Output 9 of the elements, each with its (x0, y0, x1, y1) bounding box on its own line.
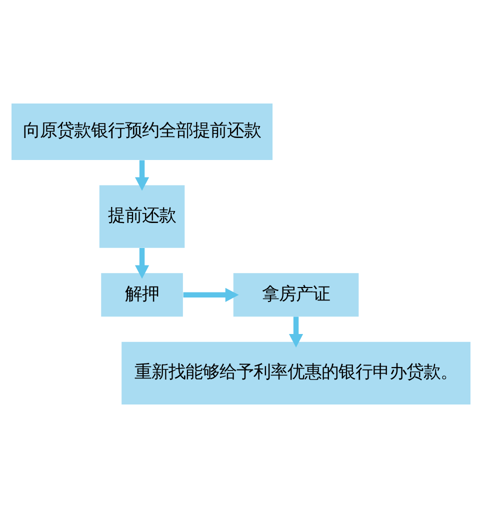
arrow (288, 316, 304, 347)
node-box: 解押 (101, 272, 183, 316)
node-box: 提前还款 (99, 184, 185, 248)
node-box: 重新找能够给予利率优惠的银行申办贷款。 (122, 341, 470, 404)
arrow (183, 287, 239, 302)
arrow (134, 248, 150, 278)
arrow (134, 160, 150, 190)
node-box: 向原贷款银行预约全部提前还款 (12, 102, 273, 160)
node-box: 拿房产证 (233, 272, 359, 316)
